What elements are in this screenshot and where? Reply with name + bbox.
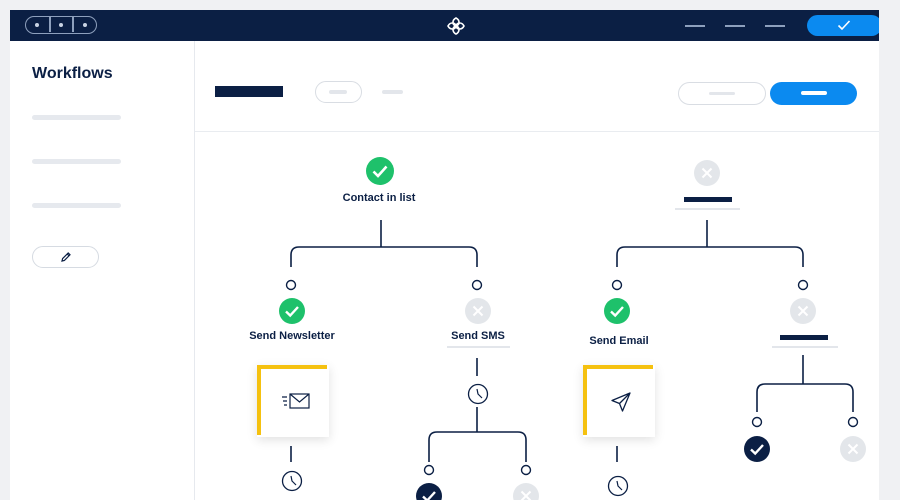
- node-label-placeholder[interactable]: [780, 335, 828, 340]
- x-circle-icon: [465, 298, 491, 324]
- clock-icon: [607, 475, 629, 497]
- clock-icon: [281, 470, 303, 492]
- check-circle-icon: [366, 157, 394, 185]
- edit-button[interactable]: [32, 246, 99, 268]
- tab-active[interactable]: [315, 81, 362, 103]
- x-circle-icon: [513, 483, 539, 500]
- paper-plane-icon: [611, 392, 631, 412]
- workflow-canvas: Contact in list Send Newsletter: [10, 10, 879, 500]
- node-label-send-email[interactable]: Send Email: [589, 335, 649, 347]
- sidebar-item-placeholder[interactable]: [32, 159, 121, 164]
- envelope-icon: [282, 393, 310, 409]
- window-controls[interactable]: [25, 16, 97, 34]
- pencil-icon: [61, 252, 71, 262]
- menu-item-placeholder[interactable]: [685, 25, 705, 27]
- primary-button[interactable]: [770, 82, 857, 105]
- menu-item-placeholder[interactable]: [725, 25, 745, 27]
- node-label-placeholder[interactable]: [684, 197, 732, 202]
- top-bar: [10, 10, 879, 41]
- window-dot: [83, 23, 87, 27]
- tab-placeholder[interactable]: [382, 90, 403, 94]
- secondary-button[interactable]: [678, 82, 766, 105]
- sidebar-item-placeholder[interactable]: [32, 115, 121, 120]
- sidebar: Workflows: [10, 41, 195, 500]
- x-circle-icon: [694, 160, 720, 186]
- node-label-send-newsletter[interactable]: Send Newsletter: [249, 330, 335, 342]
- page-title-placeholder: [215, 86, 283, 97]
- check-circle-dark-icon: [744, 436, 770, 462]
- check-icon: [837, 20, 851, 31]
- content-header: [195, 41, 879, 132]
- sidebar-title: Workflows: [32, 65, 113, 82]
- check-circle-icon: [604, 298, 630, 324]
- confirm-button[interactable]: [807, 15, 879, 36]
- action-card-newsletter[interactable]: [257, 365, 329, 437]
- sendinblue-logo-icon: [447, 17, 465, 35]
- workflow-connectors: [285, 220, 859, 476]
- action-card-email[interactable]: [583, 365, 655, 437]
- app-window: Workflows: [10, 10, 879, 500]
- window-dot: [35, 23, 39, 27]
- window-dot: [59, 23, 63, 27]
- sidebar-item-placeholder[interactable]: [32, 203, 121, 208]
- menu-item-placeholder[interactable]: [765, 25, 785, 27]
- check-circle-icon: [279, 298, 305, 324]
- clock-icon: [467, 383, 489, 405]
- node-label-send-sms[interactable]: Send SMS: [451, 330, 505, 342]
- x-circle-icon: [790, 298, 816, 324]
- check-circle-dark-icon: [416, 483, 442, 500]
- node-label-contact-in-list[interactable]: Contact in list: [342, 192, 416, 204]
- x-circle-icon: [840, 436, 866, 462]
